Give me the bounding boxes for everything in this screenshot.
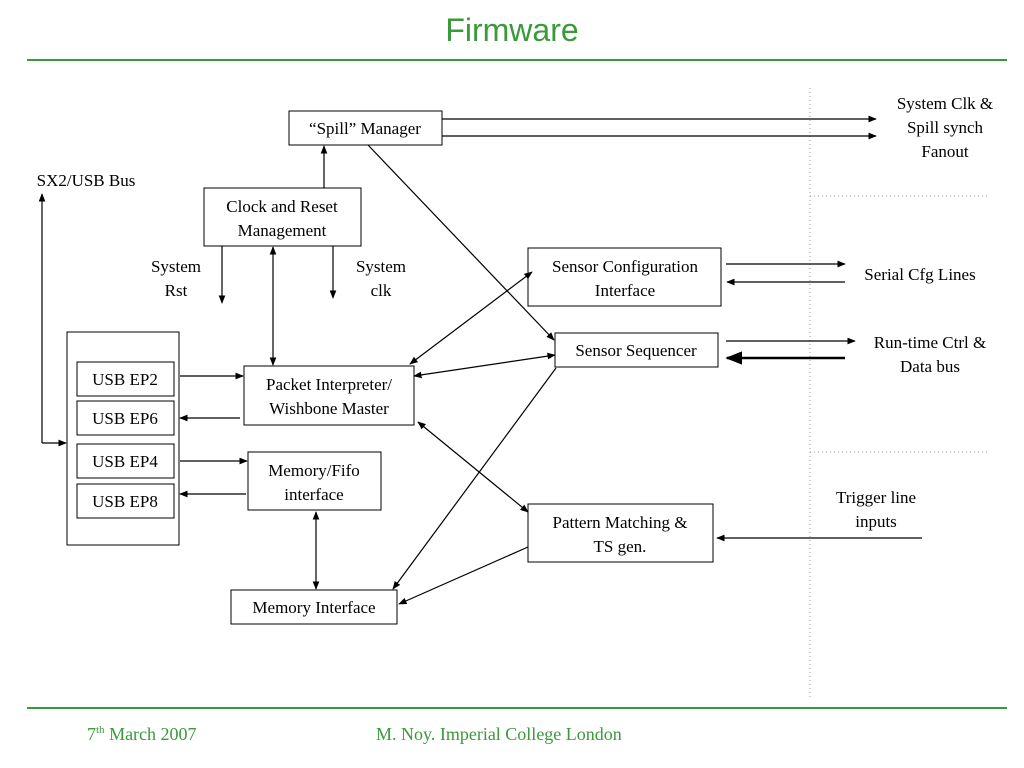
packet-interpreter-label-line1: Packet Interpreter/ [266,375,392,394]
system-clk-label-line2: clk [371,281,392,300]
footer-date-suffix: th [96,724,105,736]
arrow-packet-sensor-config [409,271,533,365]
fanout-label-line2: Spill synch [907,118,984,137]
spill-manager-label: “Spill” Manager [309,119,421,138]
connections [38,115,922,605]
sx2-usb-bus-label: SX2/USB Bus [37,171,136,190]
runtime-ctrl-label-line1: Run-time Ctrl & [874,333,986,352]
sensor-config-label-line2: Interface [595,281,655,300]
fanout-label-line3: Fanout [921,142,969,161]
arrow-packet-sequencer [413,352,556,379]
clock-reset-label-line1: Clock and Reset [226,197,338,216]
trigger-label-line2: inputs [855,512,897,531]
memory-fifo-label-line2: interface [284,485,343,504]
memory-interface-label: Memory Interface [252,598,375,617]
memory-fifo-label-line1: Memory/Fifo [268,461,360,480]
packet-interpreter-label-line2: Wishbone Master [269,399,389,418]
footer-date-day: 7 [87,724,96,744]
slide-title: Firmware [445,12,579,48]
arrow-pattern-memory [398,546,529,605]
pattern-matching-block: Pattern Matching & TS gen. [527,503,714,563]
clock-reset-label-line2: Management [238,221,327,240]
pattern-matching-label-line1: Pattern Matching & [552,513,687,532]
runtime-ctrl-label-line2: Data bus [900,357,960,376]
usb-ep4-label: USB EP4 [92,452,158,471]
usb-ep8-label: USB EP8 [92,492,158,511]
trigger-label-line1: Trigger line [836,488,916,507]
footer-date-rest: March 2007 [104,724,197,744]
sensor-sequencer-block: Sensor Sequencer [554,332,719,368]
arrow-spill-to-sequencer [367,144,555,341]
packet-interpreter-block: Packet Interpreter/ Wishbone Master [243,365,415,426]
system-rst-label-line1: System [151,257,201,276]
system-rst-label-line2: Rst [165,281,188,300]
footer-date: 7th March 2007 [87,724,197,745]
arrow-sequencer-memory [392,367,557,590]
sensor-config-label-line1: Sensor Configuration [552,257,698,276]
usb-ep2-label: USB EP2 [92,370,158,389]
footer-divider [27,707,1007,709]
system-clk-label-line1: System [356,257,406,276]
serial-cfg-label: Serial Cfg Lines [864,265,975,284]
spill-manager-block: “Spill” Manager [288,110,443,146]
footer-author: M. Noy. Imperial College London [376,724,622,744]
sensor-config-block: Sensor Configuration Interface [527,247,722,307]
fanout-label-line1: System Clk & [897,94,993,113]
arrow-packet-pattern [417,421,529,513]
usb-endpoints-group: USB EP2 USB EP6 USB EP4 USB EP8 [66,331,180,546]
sensor-sequencer-label: Sensor Sequencer [575,341,697,360]
memory-interface-block: Memory Interface [230,589,398,625]
pattern-matching-label-line2: TS gen. [594,537,647,556]
header-divider [27,59,1007,61]
memory-fifo-block: Memory/Fifo interface [247,451,382,511]
usb-ep6-label: USB EP6 [92,409,158,428]
clock-reset-block: Clock and Reset Management [203,187,362,247]
